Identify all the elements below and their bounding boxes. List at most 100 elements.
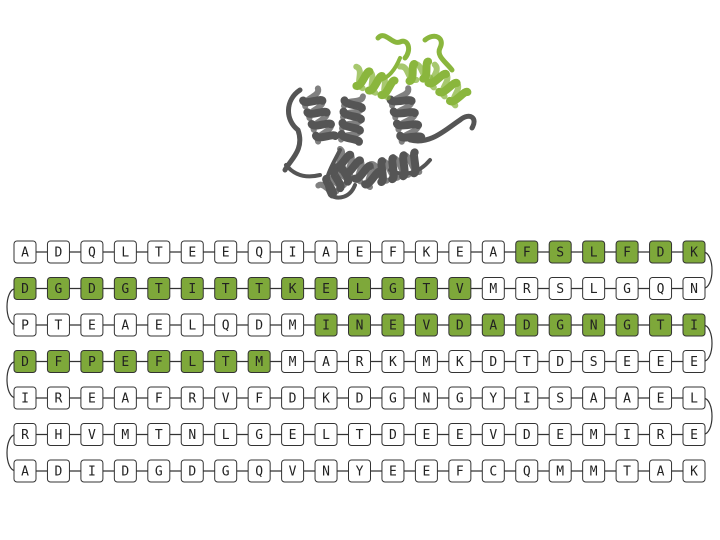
residue-letter: M [590,428,598,443]
residue-letter: A [322,355,330,370]
residue-letter: A [121,392,129,407]
residue-box [214,386,238,410]
residue-letter: T [422,282,430,297]
residue-box [548,386,572,410]
residue-letter: F [255,392,263,407]
highlighted-residue-box [281,277,305,300]
residue-letter: I [523,392,531,407]
highlighted-residue-box [515,240,539,264]
residue-cell: G [247,423,271,446]
residue-letter: E [389,319,397,334]
residue-cell: V [481,423,505,446]
residue-letter: I [188,282,196,297]
residue-cell: T [615,459,639,483]
residue-cell: L [180,313,204,337]
residue-cell: I [13,386,37,410]
residue-cell: E [281,423,305,446]
residue-letter: G [623,282,631,297]
residue-letter: N [590,319,598,334]
residue-box [615,277,639,300]
residue-cell: R [348,350,371,373]
residue-box [247,313,271,337]
residue-letter: R [657,428,665,443]
residue-letter: T [657,319,665,334]
residue-box [682,423,706,446]
residue-box [180,240,204,264]
helix-highlight [396,57,434,86]
residue-box [448,423,472,446]
residue-box [113,423,137,446]
residue-box [582,423,606,446]
residue-letter: K [422,246,430,261]
residue-letter: M [289,355,297,370]
residue-letter: M [121,428,129,443]
residue-letter: N [322,465,330,480]
residue-letter: L [590,282,598,297]
residue-box [214,423,238,446]
residue-box [649,459,673,483]
row-turn-connector [702,251,713,290]
residue-cell: F [147,350,171,373]
residue-box [381,240,405,264]
residue-letter: V [222,392,230,407]
helix-gray [315,161,355,199]
residue-cell: D [80,277,104,300]
residue-cell: E [682,423,706,446]
coil-loop-highlight [375,33,412,61]
residue-letter: E [657,355,665,370]
residue-box [649,277,673,300]
highlighted-residue-box [180,277,204,300]
residue-cell: G [113,277,137,300]
residue-cell: D [46,459,70,483]
residue-box [113,313,137,337]
residue-letter: E [356,246,364,261]
residue-letter: F [155,392,163,407]
coil-loop [407,113,477,144]
residue-cell: D [180,459,204,483]
residue-letter: P [88,355,96,370]
residue-cell: G [448,386,472,410]
residue-cell: D [481,350,505,373]
residue-box [113,459,137,483]
residue-cell: A [481,240,505,264]
residue-box [582,459,606,483]
residue-cell: E [147,313,171,337]
residue-letter: E [88,319,96,334]
residue-cell: Q [515,459,539,483]
residue-box [682,386,706,410]
residue-box [80,423,104,446]
residue-letter: M [255,355,263,370]
residue-cell: L [180,350,204,373]
residue-box [247,386,271,410]
residue-letter: E [389,465,397,480]
highlighted-residue-box [348,277,371,300]
residue-cell: F [448,459,472,483]
residue-cell: D [649,240,673,264]
residue-box [80,459,104,483]
residue-letter: R [21,428,29,443]
highlighted-residue-box [649,240,673,264]
residue-cell: E [348,240,371,264]
residue-letter: N [188,428,196,443]
residue-cell: S [582,350,606,373]
residue-letter: S [590,355,598,370]
residue-cell: M [481,277,505,300]
residue-box [314,240,338,264]
residue-box [615,386,639,410]
residue-box [281,350,305,373]
residue-cell: D [13,350,37,373]
residue-cell: G [615,277,639,300]
residue-box [147,423,171,446]
residue-cell: V [448,277,472,300]
residue-box [247,459,271,483]
residue-cell: D [13,277,37,300]
residue-letter: D [55,246,63,261]
residue-letter: T [222,355,230,370]
highlighted-residue-box [13,277,37,300]
highlighted-residue-box [481,313,505,337]
residue-cell: M [582,459,606,483]
residue-box [80,386,104,410]
residue-cell: E [448,423,472,446]
protein-3d-structure [282,33,477,200]
residue-box [281,459,305,483]
